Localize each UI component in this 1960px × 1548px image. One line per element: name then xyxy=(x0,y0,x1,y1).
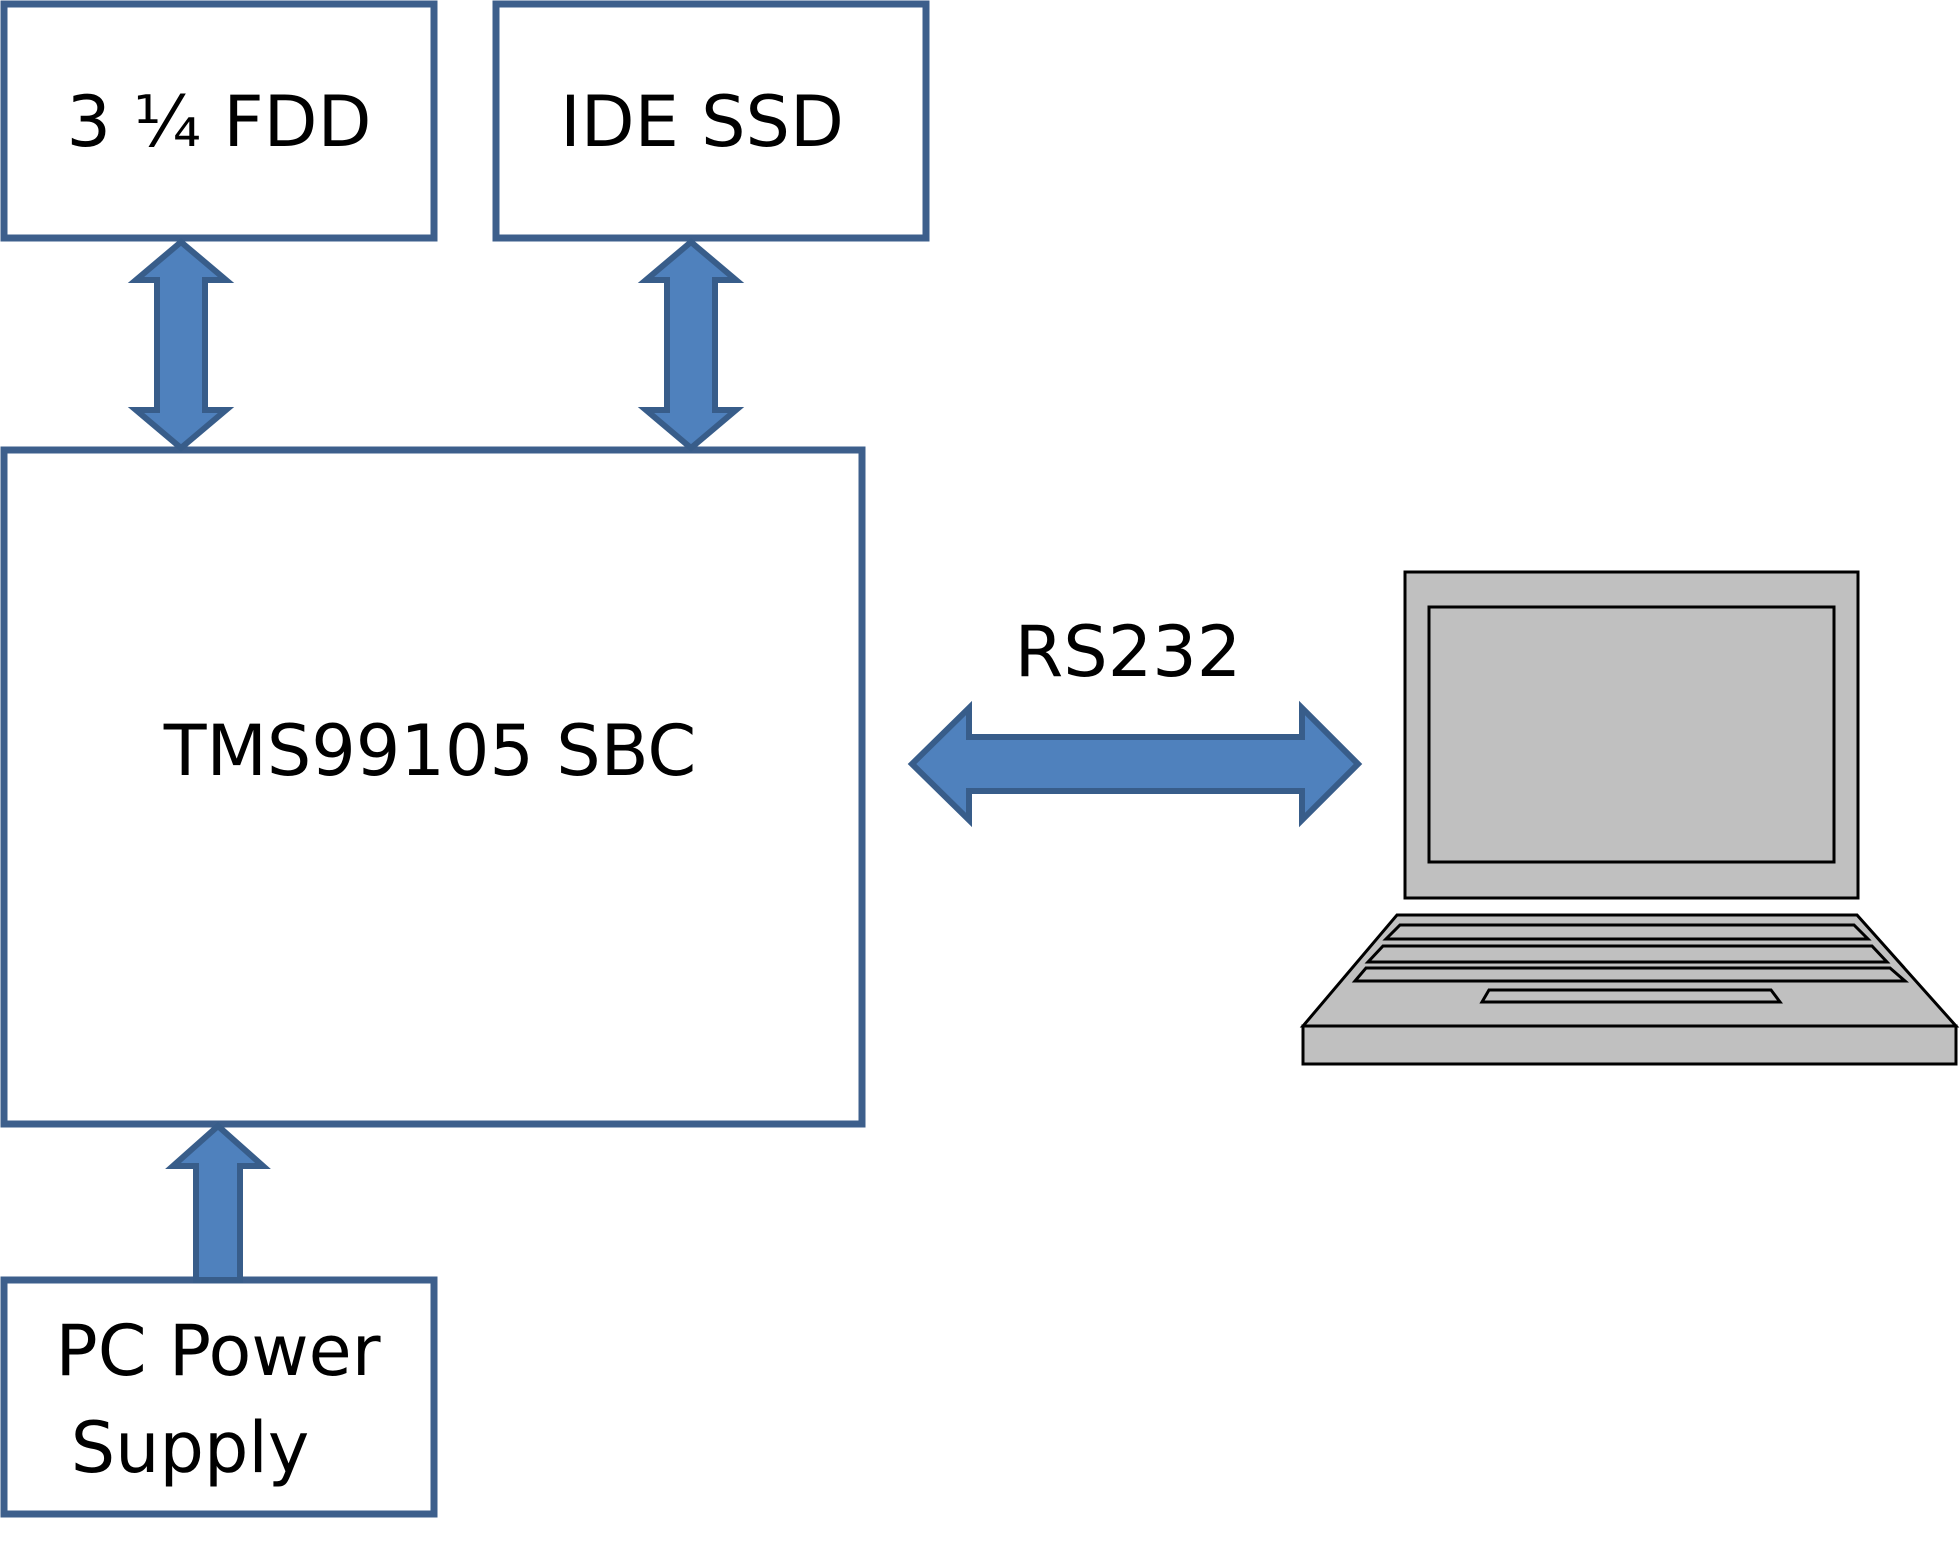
laptop-trackpad xyxy=(1479,988,1783,1004)
rs232-double-arrow-icon xyxy=(907,700,1363,828)
keyboard-row-1 xyxy=(1382,923,1872,941)
laptop-base-edge xyxy=(1301,1024,1958,1066)
psu-sbc-up-arrow-icon xyxy=(165,1121,271,1283)
psu-block: PC Power Supply xyxy=(0,1276,438,1518)
psu-label-line1: PC Power xyxy=(56,1310,381,1392)
ssd-label: IDE SSD xyxy=(560,81,844,163)
ssd-block: IDE SSD xyxy=(492,0,930,242)
laptop-screen xyxy=(1427,605,1836,864)
psu-label-line2: Supply xyxy=(71,1407,310,1489)
psu-box xyxy=(0,1276,438,1518)
ssd-box xyxy=(492,0,930,242)
sbc-block: TMS99105 SBC xyxy=(0,446,866,1128)
keyboard-row-2 xyxy=(1364,944,1891,964)
fdd-box xyxy=(0,0,438,242)
fdd-block: 3 ¼ FDD xyxy=(0,0,438,242)
ssd-sbc-double-arrow-icon xyxy=(637,238,745,452)
fdd-sbc-double-arrow-icon xyxy=(127,238,235,452)
rs232-label: RS232 xyxy=(1015,611,1242,693)
fdd-label: 3 ¼ FDD xyxy=(67,81,372,163)
sbc-label: TMS99105 SBC xyxy=(163,710,697,792)
keyboard-row-3 xyxy=(1351,966,1910,983)
laptop-icon xyxy=(1299,570,1960,1066)
sbc-box xyxy=(0,446,866,1128)
